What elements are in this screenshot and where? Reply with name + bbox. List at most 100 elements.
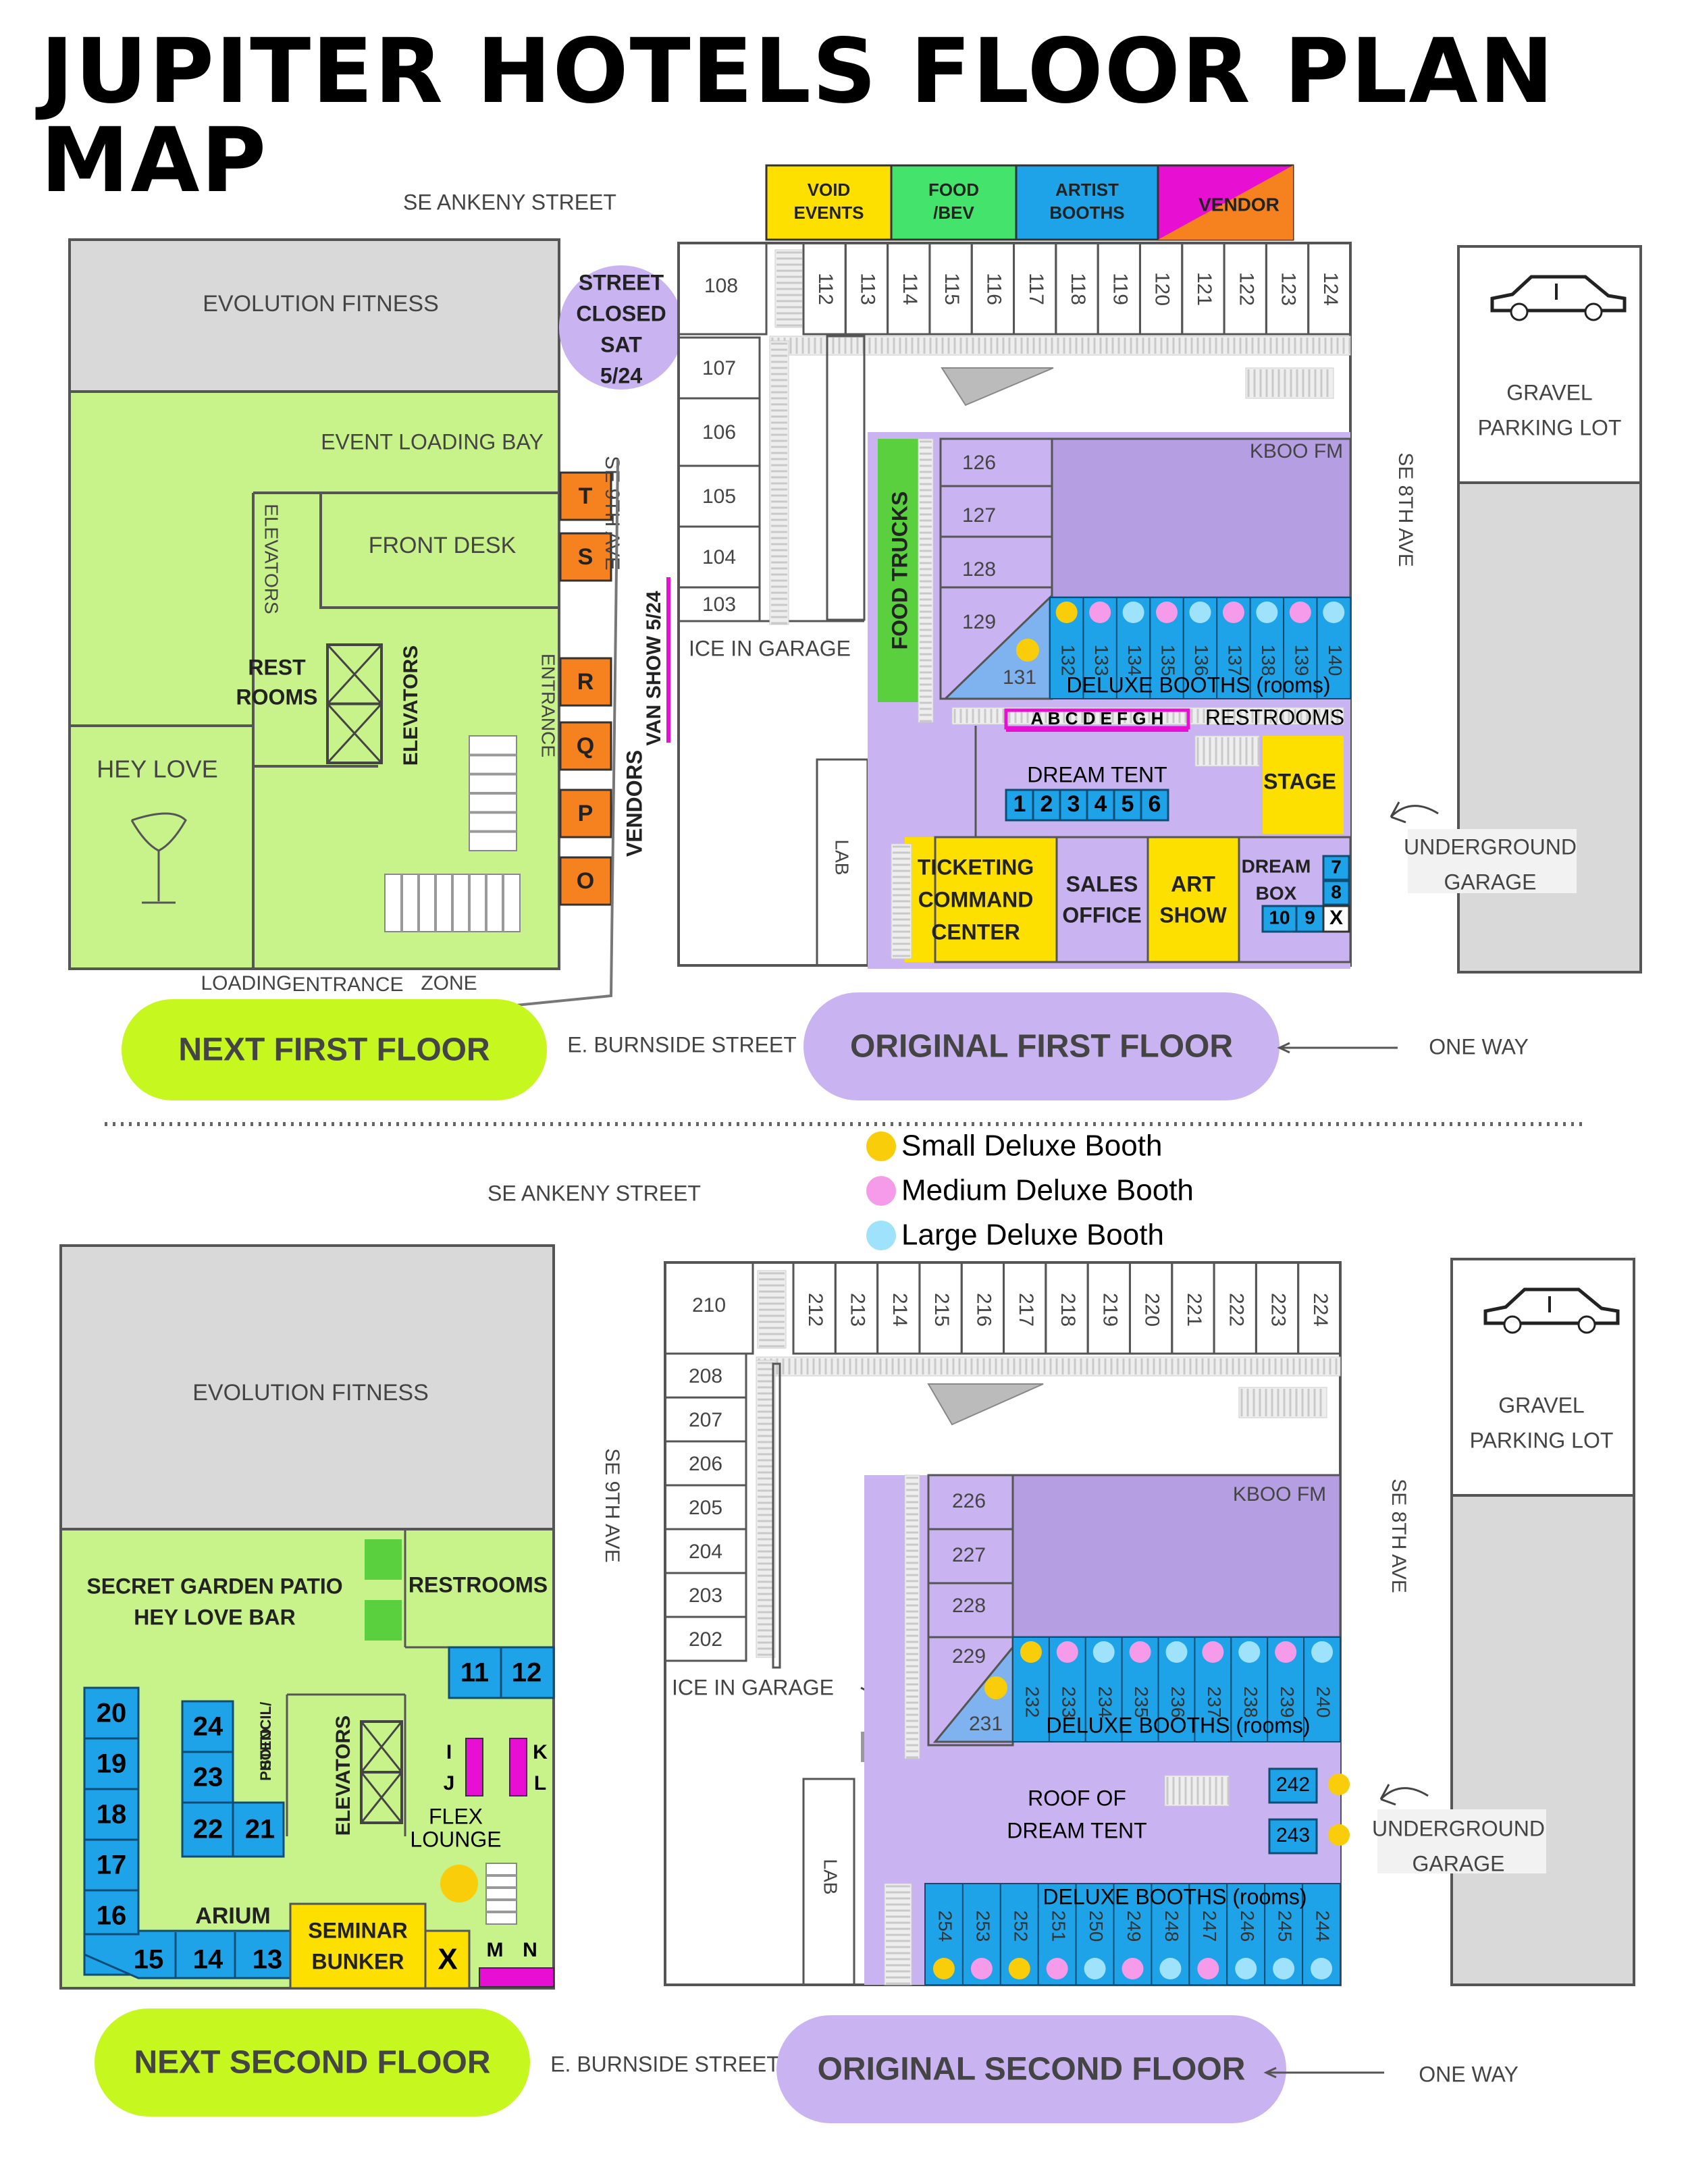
box-booth-label: 8 xyxy=(1331,881,1342,902)
booth-dot-medium xyxy=(1202,1641,1224,1663)
restrooms-label: ROOMS xyxy=(236,685,318,709)
booth-dot-medium xyxy=(1089,602,1111,623)
room-number: 121 xyxy=(1193,272,1215,306)
header-tab-label: FOOD xyxy=(928,180,979,200)
booth-dot-large xyxy=(1323,602,1345,623)
planter xyxy=(365,1539,402,1580)
tent-booth xyxy=(1086,789,1115,822)
side-booth xyxy=(1268,1818,1318,1855)
restrooms-label: RESTROOMS xyxy=(408,1572,548,1597)
street-closed-circle xyxy=(559,265,683,390)
vendor-booth-label: P xyxy=(578,801,594,826)
booth-dot-large xyxy=(1084,1958,1106,1979)
booth-number: 251 xyxy=(1048,1911,1069,1942)
room-number: 229 xyxy=(952,1645,986,1668)
vendors-label: VENDORS xyxy=(622,750,646,857)
stencil-label: STENCIL/ xyxy=(257,1702,274,1769)
stencil-label: PHOTO xyxy=(257,1728,274,1781)
flex-lounge-label: LOUNGE xyxy=(410,1827,501,1851)
dream-tent-label: DREAM TENT xyxy=(1027,762,1167,787)
underground-label: GARAGE xyxy=(1413,1851,1505,1875)
tent-booth-label: 2 xyxy=(1040,791,1053,817)
booth-dot-medium xyxy=(1056,1641,1078,1663)
room-number: 206 xyxy=(689,1453,722,1475)
original-first-floor-pill xyxy=(803,992,1280,1100)
booth-number: 235 xyxy=(1131,1686,1152,1718)
ramp xyxy=(927,1383,1044,1426)
original-second-floor-pill xyxy=(776,2015,1286,2123)
header-tab-label: /BEV xyxy=(933,203,974,223)
booth-number: 245 xyxy=(1275,1911,1296,1942)
deluxe-label: DELUXE BOOTHS (rooms) xyxy=(1046,1713,1310,1737)
lounge-dot xyxy=(440,1865,478,1902)
booth-dot-small xyxy=(1055,602,1078,623)
seminar-bunker xyxy=(289,1902,427,1990)
booth-number: 135 xyxy=(1158,645,1179,676)
booth-x xyxy=(424,1929,471,1990)
booth-number: 232 xyxy=(1022,1686,1043,1718)
box-booth-label: 10 xyxy=(1269,907,1290,928)
elevator-shaft xyxy=(326,702,383,764)
booth-label: 13 xyxy=(253,1945,283,1975)
room xyxy=(677,242,768,336)
room-number: 231 xyxy=(969,1713,1003,1735)
booth-number: 133 xyxy=(1091,645,1112,676)
zone-label: ZONE xyxy=(421,972,477,994)
dream-box xyxy=(1238,836,1352,963)
roof-label: ROOF OF xyxy=(1028,1786,1126,1810)
booth-label: K xyxy=(533,1741,548,1763)
arrow-icon xyxy=(1390,801,1439,824)
booth-label: 16 xyxy=(97,1901,127,1931)
booth-dot-medium xyxy=(1289,602,1311,623)
box-booth-label: 9 xyxy=(1304,907,1315,928)
room-number: 118 xyxy=(1067,273,1089,305)
stripe xyxy=(769,336,1351,356)
underground-label: GARAGE xyxy=(1444,870,1537,894)
room-number: 103 xyxy=(702,593,736,616)
ice-label: ICE IN GARAGE xyxy=(672,1675,834,1699)
booth-label: X xyxy=(438,1943,457,1976)
planter xyxy=(365,1600,402,1641)
booth-number: 233 xyxy=(1058,1686,1079,1718)
room xyxy=(664,1616,747,1662)
booth-dot-medium xyxy=(1156,602,1178,623)
entrance-label: ENTRANCE xyxy=(538,654,559,757)
cocktail-icon xyxy=(130,812,187,904)
patio-label: HEY LOVE BAR xyxy=(134,1605,295,1629)
lab-label: LAB xyxy=(832,840,853,876)
room-number: 226 xyxy=(952,1490,986,1512)
dream-box-label: BOX xyxy=(1256,882,1297,903)
gravel-label: PARKING LOT xyxy=(1478,415,1622,440)
car-wheel xyxy=(1503,1315,1522,1334)
front-desk-label: FRONT DESK xyxy=(369,533,517,558)
street-label: SE 9TH AVE xyxy=(601,456,623,570)
elevators-label: ELEVATORS xyxy=(400,645,422,766)
booth-number: 243 xyxy=(1276,1824,1310,1846)
booth-number: 253 xyxy=(972,1911,993,1942)
gravel-lot xyxy=(1457,245,1642,484)
booth-dot-medium xyxy=(970,1958,993,1979)
booth-dot-large xyxy=(1092,1641,1115,1663)
kboo-label: KBOO FM xyxy=(1233,1483,1326,1506)
street-label: SE ANKENY STREET xyxy=(403,190,616,214)
flex-lounge-label: FLEX xyxy=(429,1804,483,1828)
room-number: 210 xyxy=(692,1294,726,1316)
deluxe-booth xyxy=(1075,1883,1115,1986)
box-booth xyxy=(1322,855,1350,881)
room-number: 114 xyxy=(899,273,921,305)
header-tab-label: EVENTS xyxy=(793,203,864,223)
dream-box-label: DREAM xyxy=(1242,855,1311,876)
street-closed-label: CLOSED xyxy=(576,301,666,325)
kboo-label: KBOO FM xyxy=(1250,440,1343,462)
vendor-booth-label: R xyxy=(577,669,594,695)
booth-number: 247 xyxy=(1199,1911,1220,1942)
room-number: 116 xyxy=(982,273,1005,305)
room-number: 115 xyxy=(941,273,963,305)
room-number: 204 xyxy=(689,1541,722,1563)
booth-dot-medium xyxy=(1129,1641,1151,1663)
garage xyxy=(1457,481,1642,974)
tent-booth-label: 6 xyxy=(1149,791,1161,817)
tent-booth xyxy=(1059,789,1088,822)
vendor-booth-label: Q xyxy=(577,733,594,759)
street-label: E. BURNSIDE STREET xyxy=(567,1032,797,1057)
